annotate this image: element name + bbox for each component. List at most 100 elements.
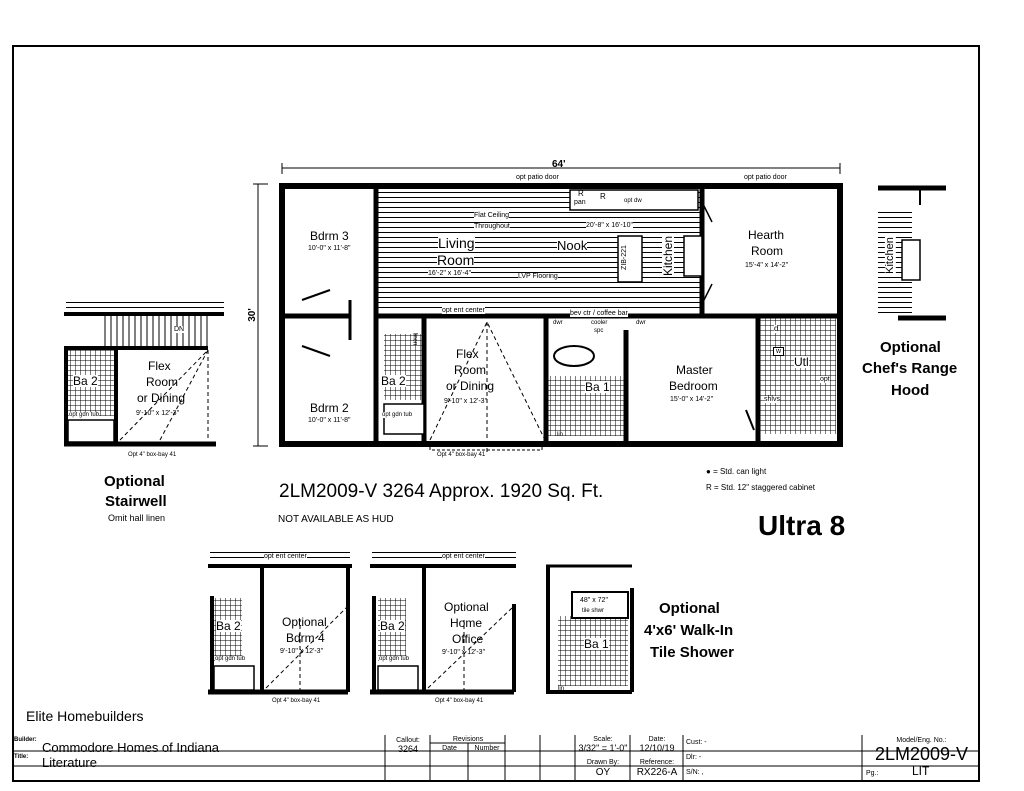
dwr-label-1: dwr: [553, 320, 563, 326]
shower-label: tile shwr: [582, 608, 605, 614]
washer-label: w: [773, 347, 785, 356]
stairwell-option-drawing: [64, 300, 224, 447]
model-no-value: 2LM2009-V: [874, 744, 969, 764]
stairwell-title-1: Optional: [104, 473, 165, 490]
room-kitchen: Kitchen: [661, 235, 676, 277]
builder-label: Builder:: [14, 737, 37, 743]
stair-flex-line3: or Dining: [137, 391, 186, 405]
lin-label: lin: [557, 432, 564, 438]
stair-flex-line1: Flex: [148, 359, 171, 373]
throughout-label: Throughout: [474, 223, 510, 230]
bdrm4-ent-center: opt ent center: [264, 553, 307, 560]
bev-ctr-label: bev ctr / coffee bar: [570, 310, 628, 317]
pan-label: pan: [574, 199, 586, 206]
room-hearth-size: 15'-4" x 14'-2": [745, 262, 789, 269]
linen-label: linen: [411, 332, 418, 346]
room-hearth-line1: Hearth: [748, 228, 785, 242]
dlr-label: Dlr:: [686, 754, 697, 761]
cust-label: Cust:: [686, 739, 703, 746]
stair-flex-line2: Room: [146, 375, 179, 389]
dlr-field: Dlr: -: [686, 754, 701, 761]
dimension-30ft: [253, 183, 268, 447]
scale-label: Scale:: [593, 736, 613, 743]
sn-field: S/N: ,: [686, 769, 704, 776]
office-ent-center: opt ent center: [442, 553, 485, 560]
room-flex-line2: Room: [454, 363, 487, 377]
room-bdrm2-size: 10'-0" x 11'-8": [308, 417, 351, 424]
room-nook: Nook: [557, 238, 588, 253]
gdn-tub-label: opt gdn tub: [382, 412, 413, 418]
room-master-line1: Master: [676, 363, 713, 377]
dim-depth-label: 30': [246, 308, 258, 322]
hood-title-3: Hood: [891, 382, 930, 399]
title-label: Title:: [14, 754, 29, 760]
callout-value: 3264: [397, 744, 419, 754]
office-title-1: Optional: [444, 600, 489, 614]
office-box-bay: Opt 4" box-bay 41: [435, 698, 484, 704]
main-plan: [279, 183, 843, 452]
drawing-sheet: [12, 45, 980, 782]
can-light-icon: ●: [706, 467, 711, 476]
room-ba2: Ba 2: [381, 374, 406, 388]
box-bay-label: Opt 4" box-bay 41: [437, 452, 486, 458]
room-bdrm3-size: 10'-0" x 11'-8": [308, 245, 351, 252]
bdrm4-title-1: Optional: [282, 615, 327, 629]
cust-field: Cust: -: [686, 739, 707, 746]
builder-value: Commodore Homes of Indiana: [42, 740, 220, 755]
model-no-label: Model/Eng. No.:: [896, 737, 947, 744]
office-title-2: Home: [450, 616, 483, 630]
drawn-by-value: OY: [595, 767, 611, 778]
stairwell-note: Omit hall linen: [108, 513, 166, 523]
room-flex-size: 9'-10" x 12'-3": [444, 398, 488, 405]
drawn-by-label: Drawn By:: [586, 759, 620, 766]
room-flex-line1: Flex: [456, 347, 479, 361]
patio-door-label-2: opt patio door: [744, 174, 787, 181]
title-block-grid: [12, 735, 980, 782]
legend-can-light-text: = Std. can light: [713, 467, 767, 476]
dwr-label-2: dwr: [636, 320, 646, 326]
walkin-shower-option-drawing: [546, 564, 634, 694]
hood-title-1: Optional: [880, 339, 941, 356]
date-label: Date:: [648, 736, 666, 743]
stairwell-title-2: Stairwell: [105, 493, 167, 510]
room-nook-size: 20'-8" x 16'-10": [586, 222, 633, 229]
sn-label: S/N:: [686, 769, 700, 776]
office-gdn-tub: opt gdn tub: [379, 656, 410, 662]
patio-door-label-1: opt patio door: [516, 174, 559, 181]
reference-value: RX226-A: [636, 767, 678, 778]
callout-label: Callout:: [396, 737, 420, 744]
room-hearth-line2: Room: [751, 244, 784, 258]
office-title-3: Office: [452, 632, 484, 646]
stair-box-bay: Opt 4" box-bay 41: [128, 452, 177, 458]
legend-cabinet: R = Std. 12" staggered cabinet: [706, 483, 815, 492]
room-bdrm3: Bdrm 3: [310, 229, 349, 243]
reference-label: Reference:: [639, 759, 675, 766]
dryer-label: d: [774, 324, 779, 333]
revisions-label: Revisions: [452, 736, 484, 743]
room-bdrm2: Bdrm 2: [310, 401, 349, 415]
office-ba2: Ba 2: [380, 619, 405, 633]
title-value: Literature: [42, 755, 97, 770]
stair-flex-size: 9'-10" x 12'-3": [136, 410, 180, 417]
cooler-label: cooler: [591, 320, 608, 326]
rev-date-header: Date: [442, 745, 457, 752]
room-living-line1: Living: [438, 235, 475, 251]
sn-value: ,: [701, 769, 704, 776]
shower-title-3: Tile Shower: [650, 644, 734, 661]
room-util: Utl: [794, 355, 809, 369]
island-label: ZIB-221: [620, 245, 628, 270]
series-name: Ultra 8: [758, 510, 846, 541]
hood-kitchen-label: Kitchen: [883, 237, 896, 274]
bdrm4-box-bay: Opt 4" box-bay 41: [272, 698, 321, 704]
opt-label: opt: [820, 376, 830, 383]
spc-label: spc: [594, 328, 604, 334]
shower-title-1: Optional: [659, 600, 720, 617]
room-flex-line3: or Dining: [446, 379, 495, 393]
stair-ba2: Ba 2: [73, 374, 98, 388]
dealer-name: Elite Homebuilders: [26, 708, 144, 724]
scale-value: 3/32" = 1'-0": [578, 743, 628, 753]
shelves-label: shlvs: [764, 396, 780, 403]
room-ba1: Ba 1: [585, 380, 610, 394]
cust-value: -: [704, 739, 707, 746]
